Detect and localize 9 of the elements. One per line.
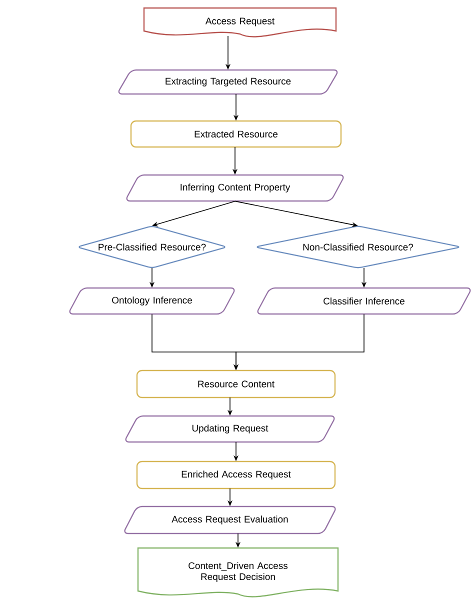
process-box: Enriched Access Request <box>136 460 336 490</box>
process-box: Extracted Resource <box>130 120 342 148</box>
data-parallelogram: Updating Request <box>125 415 335 443</box>
data-parallelogram: Inferring Content Property <box>126 174 344 202</box>
process-box: Resource Content <box>136 370 336 398</box>
data-parallelogram: Classifier Inference <box>257 287 471 315</box>
data-parallelogram: Extracting Targeted Resource <box>118 69 338 95</box>
data-parallelogram: Ontology Inference <box>69 287 235 315</box>
data-parallelogram: Access Request Evaluation <box>124 506 336 534</box>
